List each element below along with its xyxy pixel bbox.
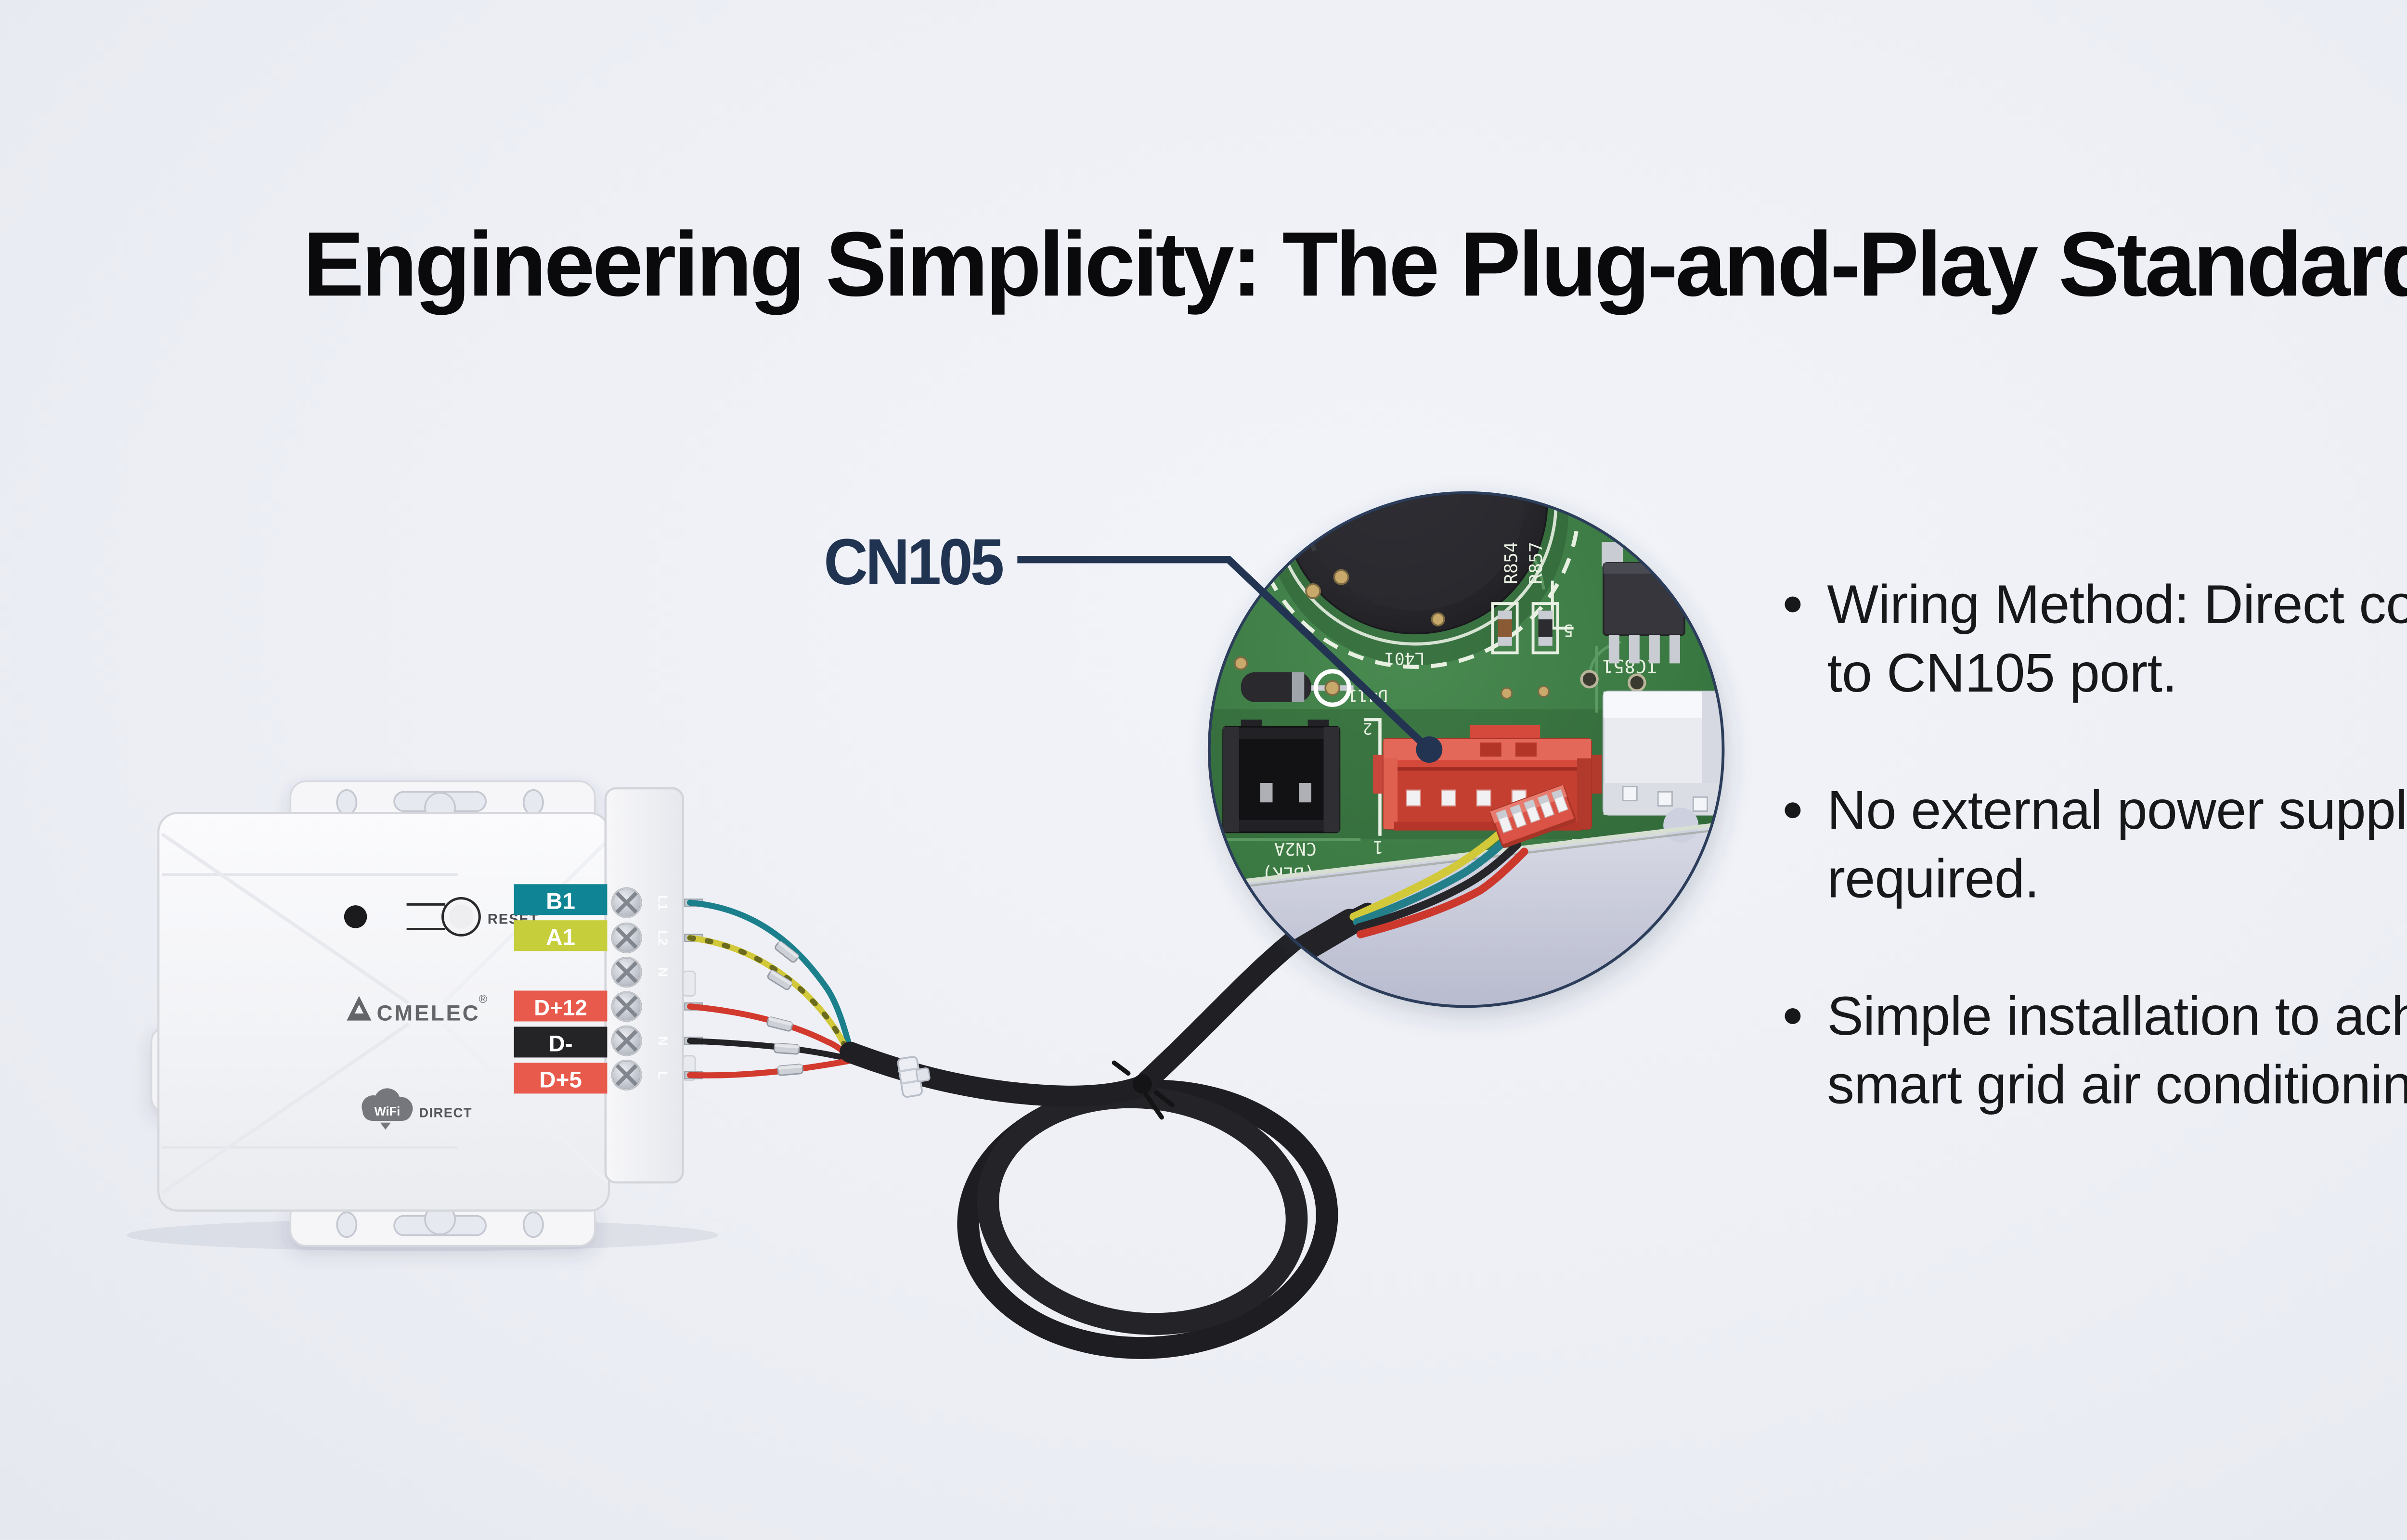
feature-text: Simple installation to achieve smart gri… [1827,985,2407,1116]
silkscreen-r854: R854 [1501,542,1522,584]
terminal-screw-label: N [655,967,670,977]
bullet-dot-icon [1785,596,1801,613]
terminal-chip [514,920,608,951]
inset-plug [1490,785,1576,848]
pcb-inset: L401 D411 2 CN2A (BLK) 1 5 (RED) 5 IC851… [1207,491,1725,1008]
inset-wire-teal [1353,830,1516,926]
terminal-chip [514,1063,608,1094]
pcb-vias [1234,569,1646,699]
bullet-dot-icon [1785,802,1801,819]
silkscreen-pin2: 2 [1363,719,1372,738]
list-item: Simple installation to achieve smart gri… [1785,982,2407,1119]
cable-tie [1112,1060,1175,1120]
terminal-screw-label: L2 [655,930,670,946]
cable-clamp [897,1056,931,1098]
brand-triangle-icon [347,996,372,1021]
silkscreen-cn2a: CN2A [1274,838,1317,859]
wire-black [687,1038,846,1061]
terminal-chip [514,990,608,1022]
resistor-r857 [1531,602,1559,654]
bullet-dot-icon [1785,1008,1801,1024]
resistor-r854 [1491,602,1519,654]
silkscreen-pin1: 1 [1373,837,1384,858]
terminal-screw-label: N [655,1036,670,1046]
terminal-chip-label: A1 [546,924,575,950]
inset-cable-plug [1285,785,1576,965]
terminal-chip-label: D+5 [539,1067,582,1093]
wifi-icon [362,1088,413,1130]
terminal-chip-label: D- [548,1031,572,1057]
callout-leader [1017,556,1443,763]
feature-text: Wiring Method: Direct connection to CN10… [1827,573,2407,704]
wifi-direct-word: DIRECT [419,1105,472,1120]
silkscreen-r857: R857 [1526,542,1546,584]
inset-border [1207,491,1725,1008]
status-led [344,905,367,928]
terminal-chip [514,1027,608,1058]
page-title: Engineering Simplicity: The Plug-and-Pla… [303,214,2407,317]
reset-keyhole-icon [406,903,446,931]
list-item: Wiring Method: Direct connection to CN10… [1785,570,2407,707]
cable-coil-inner [977,1086,1308,1335]
terminal-chip [514,884,608,915]
inset-wire-red [1357,847,1528,938]
terminal-wires [684,898,854,1079]
terminal-chip-label: D+12 [534,996,587,1020]
terminal-chips: B1 A1 D+12 D- D+5 [514,884,608,1094]
inset-wire-yellow [1349,823,1511,921]
wire-red-d12 [687,1003,854,1061]
connector-cn2a [1222,719,1341,834]
silkscreen-l401: L401 [1385,648,1425,667]
mounting-holes [164,789,544,1238]
inset-wire-black [1355,840,1521,932]
mount-hole-icon [522,1211,544,1238]
wire-yellow-stripe [687,935,851,1057]
diode-d411 [1241,669,1354,707]
cn105-label: CN105 [824,526,1004,599]
wire-teal [687,899,854,1052]
list-item: No external power supply required. [1785,776,2407,913]
feature-text: No external power supply required. [1827,779,2407,910]
wifi-direct-badge: WiFi DIRECT [362,1088,472,1130]
wire-red-d5 [687,1058,852,1078]
brand-logo: CMELEC ® [347,993,487,1026]
device-body [157,811,610,1212]
connector-cn105 [1372,725,1602,831]
leader-line [1017,556,1432,753]
wifi-word: WiFi [374,1105,400,1118]
terminal-screw-label: L1 [655,895,670,911]
device-unit: RESET CMELEC ® WiFi DIRECT [127,780,718,1251]
reset-area: RESET [344,897,538,937]
cable [840,918,1338,1359]
leader-dot [1416,736,1443,763]
mount-hole-icon [336,1211,358,1238]
terminal-screw-label: L [655,1071,670,1079]
brand-registered-mark: ® [479,993,488,1006]
reset-button-cap[interactable] [449,904,474,929]
connector-white [1603,691,1723,816]
silkscreen-ic-pin5: 5 [1563,620,1573,640]
terminal-chip-label: B1 [546,888,575,914]
brand-name: CMELEC [376,1001,480,1026]
